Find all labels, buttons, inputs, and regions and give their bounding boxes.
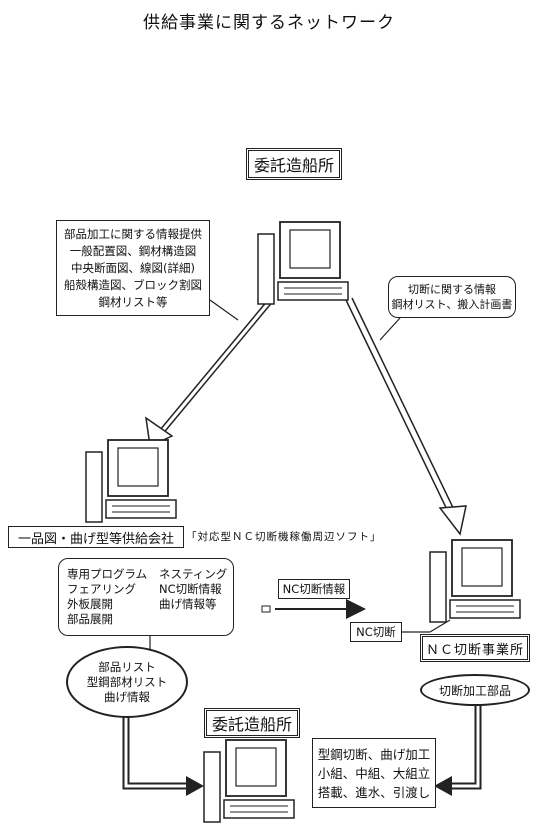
bottom-shipyard-label: 委託造船所 xyxy=(204,708,300,738)
program-box: 専用プログラム フェアリング 外板展開 部品展開 ネスティング NC切断情報 曲… xyxy=(58,558,234,636)
supplier-company-label: 一品図・曲げ型等供給会社 xyxy=(8,526,184,548)
process-box: 型鋼切断、曲げ加工 小組、中組、大組立 搭載、進水、引渡し xyxy=(312,738,436,808)
program-list-1: 専用プログラム フェアリング 外板展開 部品展開 xyxy=(67,567,148,626)
arrowhead-right xyxy=(438,505,467,536)
software-tag: 「対応型ＮＣ切断機稼働周辺ソフト」 xyxy=(186,531,382,543)
parts-info-callout: 部品加工に関する情報提供 一般配置図、鋼材構造図 中央断面図、線図(詳細) 船殻… xyxy=(56,220,210,316)
cut-parts-oval: 切断加工部品 xyxy=(420,674,530,706)
page-title: 供給事業に関するネットワーク xyxy=(143,13,395,33)
computer-icon xyxy=(203,739,295,823)
nc-info-label: NC切断情報 xyxy=(278,579,350,599)
program-list-2: ネスティング NC切断情報 曲げ情報等 xyxy=(159,567,228,611)
flow-line-left xyxy=(154,299,269,437)
computer-icon xyxy=(85,439,177,523)
computer-icon xyxy=(429,539,521,623)
computer-icon xyxy=(257,221,349,305)
cutting-info-callout: 切断に関する情報 鋼材リスト、搬入計画書 xyxy=(388,276,516,318)
flow-line-right xyxy=(345,299,453,521)
top-shipyard-label: 委託造船所 xyxy=(246,148,342,180)
parts-list-oval: 部品リスト 型鋼部材リスト 曲げ情報 xyxy=(66,646,188,718)
nc-office-label: ＮＣ切断事業所 xyxy=(420,634,530,662)
nc-cut-label: NC切断 xyxy=(350,622,402,642)
